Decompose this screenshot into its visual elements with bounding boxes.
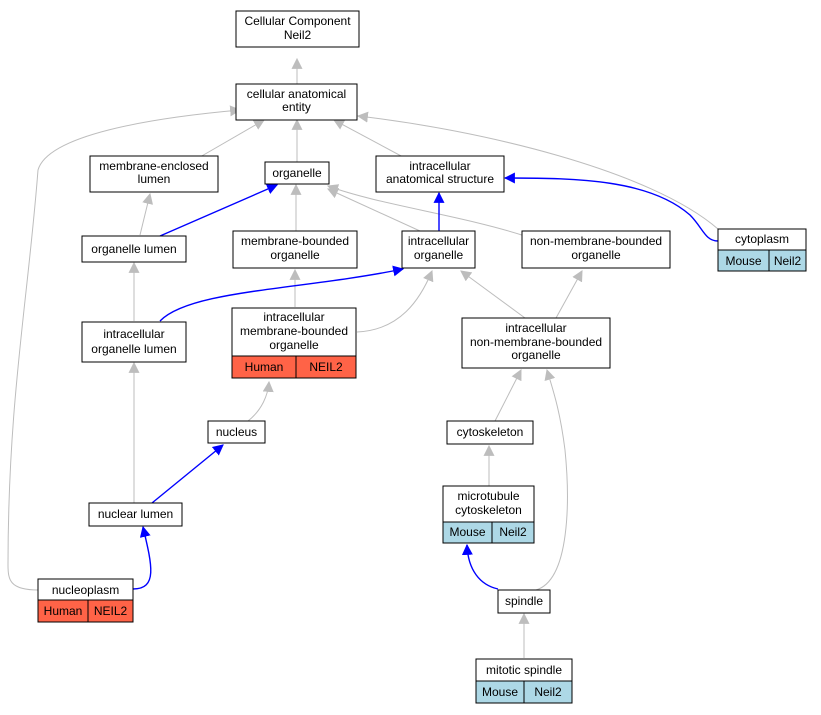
node-intracellular-anatomical-structure[interactable]: intracellular anatomical structure bbox=[375, 155, 505, 193]
node-label: membrane-bounded bbox=[241, 234, 349, 248]
edge-cytoplasm-to-cae bbox=[356, 111, 719, 230]
node-cellular-component-root[interactable]: Cellular Component Neil2 bbox=[235, 10, 360, 48]
edge-nmbo-to-organelle bbox=[326, 184, 526, 237]
node-label: organelle lumen bbox=[91, 342, 176, 356]
node-label: microtubule bbox=[457, 489, 519, 503]
node-cytoskeleton[interactable]: cytoskeleton bbox=[446, 420, 534, 445]
node-label: anatomical structure bbox=[386, 172, 494, 186]
node-label: organelle bbox=[272, 166, 322, 180]
edge-io-to-organelle bbox=[326, 188, 421, 232]
node-label: cellular anatomical bbox=[247, 87, 346, 101]
node-label: nuclear lumen bbox=[98, 507, 173, 521]
edge-nucleoplasm-to-nl bbox=[132, 525, 152, 590]
annotation-gene: Neil2 bbox=[774, 254, 802, 268]
node-label: cytoskeleton bbox=[455, 503, 522, 517]
annotation-gene: Neil2 bbox=[534, 685, 562, 699]
node-organelle[interactable]: organelle bbox=[264, 161, 330, 185]
edge-inmbo-to-io bbox=[460, 270, 526, 319]
node-spindle[interactable]: spindle bbox=[497, 589, 551, 614]
node-cellular-anatomical-entity[interactable]: cellular anatomical entity bbox=[235, 83, 358, 121]
node-label: cytoskeleton bbox=[457, 425, 524, 439]
edge-inmbo-to-nmbo bbox=[555, 270, 583, 319]
node-non-membrane-bounded-organelle[interactable]: non-membrane-bounded organelle bbox=[521, 230, 671, 269]
node-mitotic-spindle[interactable]: mitotic spindle Mouse Neil2 bbox=[475, 658, 573, 704]
node-label: organelle bbox=[511, 348, 561, 362]
edge-nucleoplasm-to-cae bbox=[7, 105, 242, 591]
node-label: intracellular bbox=[505, 321, 566, 335]
edge-spindle-to-inmbo bbox=[535, 368, 568, 591]
edge-nl-to-nucleus bbox=[151, 444, 224, 504]
node-label: lumen bbox=[138, 172, 171, 186]
edge-ol-to-mel bbox=[139, 192, 153, 236]
node-label: nucleus bbox=[216, 425, 257, 439]
node-label: non-membrane-bounded bbox=[530, 234, 662, 248]
annotation-cell-gene bbox=[491, 521, 535, 544]
node-intracellular-organelle[interactable]: intracellular organelle bbox=[401, 230, 476, 269]
node-intracellular-organelle-lumen[interactable]: intracellular organelle lumen bbox=[81, 321, 187, 363]
node-label: Neil2 bbox=[284, 28, 312, 42]
annotation-cell-gene bbox=[523, 680, 573, 704]
node-label: spindle bbox=[505, 594, 543, 608]
node-organelle-lumen[interactable]: organelle lumen bbox=[81, 235, 187, 263]
annotation-cell-gene bbox=[295, 355, 357, 379]
node-label: Cellular Component bbox=[244, 14, 351, 28]
edge-imbo-to-io bbox=[356, 269, 434, 333]
node-nucleus[interactable]: nucleus bbox=[207, 420, 266, 444]
node-label: membrane-bounded bbox=[240, 324, 348, 338]
edge-cytoskeleton-to-inmbo bbox=[494, 369, 522, 422]
node-label: nucleoplasm bbox=[52, 583, 119, 597]
node-intracellular-non-membrane-bounded-organelle[interactable]: intracellular non-membrane-bounded organ… bbox=[461, 317, 611, 369]
node-label: non-membrane-bounded bbox=[470, 335, 602, 349]
annotation-species: Mouse bbox=[449, 525, 485, 539]
node-label: intracellular bbox=[103, 327, 164, 341]
node-cytoplasm[interactable]: cytoplasm Mouse Neil2 bbox=[717, 228, 807, 272]
node-label: mitotic spindle bbox=[486, 663, 562, 677]
node-label: organelle bbox=[414, 248, 464, 262]
annotation-gene: NEIL2 bbox=[94, 604, 128, 618]
edge-mel-to-cae bbox=[199, 119, 265, 158]
node-membrane-bounded-organelle[interactable]: membrane-bounded organelle bbox=[232, 230, 358, 269]
edge-nucleus-to-imbo bbox=[247, 380, 274, 422]
node-label: entity bbox=[282, 100, 311, 114]
edge-ol-to-organelle bbox=[159, 183, 279, 237]
node-nucleoplasm[interactable]: nucleoplasm Human NEIL2 bbox=[37, 578, 134, 623]
node-label: cytoplasm bbox=[735, 232, 789, 246]
edge-spindle-to-mc bbox=[461, 543, 499, 590]
node-label: membrane-enclosed bbox=[99, 159, 208, 173]
edges-part-of bbox=[132, 172, 719, 590]
edge-iol-to-io bbox=[159, 265, 405, 322]
node-label: organelle lumen bbox=[91, 242, 176, 256]
node-nuclear-lumen[interactable]: nuclear lumen bbox=[88, 502, 183, 527]
annotation-species: Human bbox=[245, 360, 284, 374]
annotation-cell-gene bbox=[87, 599, 134, 623]
node-label: organelle bbox=[269, 338, 319, 352]
node-microtubule-cytoskeleton[interactable]: microtubule cytoskeleton Mouse Neil2 bbox=[442, 485, 535, 544]
edge-ias-to-cae bbox=[333, 119, 404, 158]
node-membrane-enclosed-lumen[interactable]: membrane-enclosed lumen bbox=[89, 155, 219, 193]
annotation-species: Mouse bbox=[482, 685, 518, 699]
node-label: organelle bbox=[270, 248, 320, 262]
node-label: intracellular bbox=[408, 234, 469, 248]
edge-cytoplasm-to-ias bbox=[503, 172, 719, 242]
node-label: intracellular bbox=[409, 159, 470, 173]
annotation-cell-gene bbox=[768, 249, 807, 272]
annotation-species: Human bbox=[44, 604, 83, 618]
annotation-gene: Neil2 bbox=[499, 525, 527, 539]
node-intracellular-membrane-bounded-organelle[interactable]: intracellular membrane-bounded organelle… bbox=[231, 307, 357, 379]
annotation-species: Mouse bbox=[725, 254, 761, 268]
edges-is-a bbox=[7, 57, 719, 658]
node-label: organelle bbox=[571, 248, 621, 262]
node-label: intracellular bbox=[263, 310, 324, 324]
annotation-gene: NEIL2 bbox=[309, 360, 343, 374]
